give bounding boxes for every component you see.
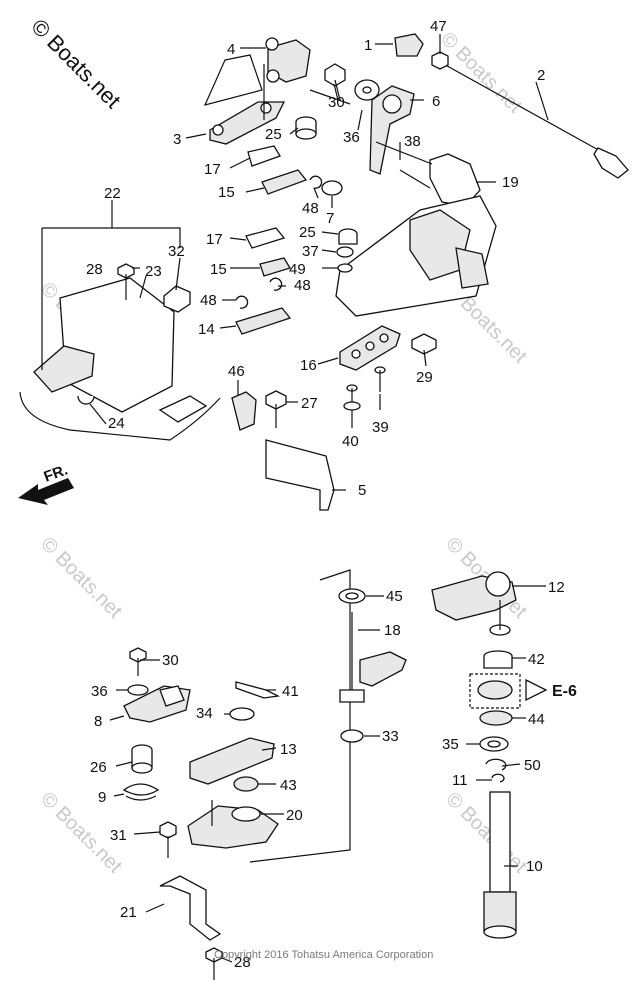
part-label: 31 (110, 827, 127, 844)
part-label: 40 (342, 433, 359, 450)
part-label: 28 (86, 261, 103, 278)
part-label: 37 (302, 243, 319, 260)
watermark: © Boats.net (436, 28, 526, 118)
part-label: 30 (162, 652, 179, 669)
part-label: 45 (386, 588, 403, 605)
part-label: 10 (526, 858, 543, 875)
part-label: 3 (173, 131, 181, 148)
part-label: 15 (218, 184, 235, 201)
part-label: 26 (90, 759, 107, 776)
leader-lines (89, 34, 549, 491)
part-label: 25 (299, 224, 316, 241)
part-label: 17 (204, 161, 221, 178)
part-label: 34 (196, 705, 213, 722)
part-label: 19 (502, 174, 519, 191)
lower-assembly-drawing (122, 569, 548, 980)
reference-label: E-6 (552, 683, 577, 700)
part-label: 36 (343, 129, 360, 146)
watermark: © Boats.net (441, 788, 531, 878)
part-label: 46 (228, 363, 245, 380)
part-label: 44 (528, 711, 545, 728)
part-label: 42 (528, 651, 545, 668)
part-label: 29 (416, 369, 433, 386)
part-label: 27 (301, 395, 318, 412)
upper-assembly-drawing (19, 33, 629, 511)
part-label: 5 (358, 482, 366, 499)
part-label: 17 (206, 231, 223, 248)
forward-arrow: FR. (18, 462, 74, 505)
part-label: 23 (145, 263, 162, 280)
part-label: 9 (98, 789, 106, 806)
part-label: 49 (289, 261, 306, 278)
copyright-notice: Copyright 2016 Tohatsu America Corporati… (214, 949, 433, 961)
part-label: 28 (234, 954, 251, 971)
part-label: 4 (227, 41, 235, 58)
part-label: 32 (168, 243, 185, 260)
part-label: 39 (372, 419, 389, 436)
part-label: 43 (280, 777, 297, 794)
part-label: 38 (404, 133, 421, 150)
part-label: 41 (282, 683, 299, 700)
part-label: 20 (286, 807, 303, 824)
part-label: 15 (210, 261, 227, 278)
part-label: 1 (364, 37, 372, 54)
part-label: 6 (432, 93, 440, 110)
leader-lines-lower (109, 585, 546, 963)
part-label: 50 (524, 757, 541, 774)
part-labels: 1 2 3 4 5 6 7 8 9 10 11 12 13 14 15 15 1… (86, 18, 565, 971)
part-label: 48 (200, 292, 217, 309)
part-label: 16 (300, 357, 317, 374)
group-lines (41, 54, 433, 370)
part-label: 36 (91, 683, 108, 700)
part-label: 18 (384, 622, 401, 639)
part-label: 48 (302, 200, 319, 217)
part-label: 25 (265, 126, 282, 143)
part-label: 33 (382, 728, 399, 745)
part-label: 2 (537, 67, 545, 84)
part-label: 47 (430, 18, 447, 35)
watermark: © Boats.net (36, 533, 126, 623)
part-label: 14 (198, 321, 215, 338)
part-label: 13 (280, 741, 297, 758)
part-label: 8 (94, 713, 102, 730)
part-label: 35 (442, 736, 459, 753)
part-label: 48 (294, 277, 311, 294)
part-label: 7 (326, 210, 334, 227)
part-label: 24 (108, 415, 125, 432)
part-label: 22 (104, 185, 121, 202)
part-label: 30 (328, 94, 345, 111)
brand-watermark: © Boats.net (26, 14, 125, 113)
part-label: 11 (452, 772, 468, 789)
part-label: 12 (548, 579, 565, 596)
part-label: 21 (120, 904, 137, 921)
